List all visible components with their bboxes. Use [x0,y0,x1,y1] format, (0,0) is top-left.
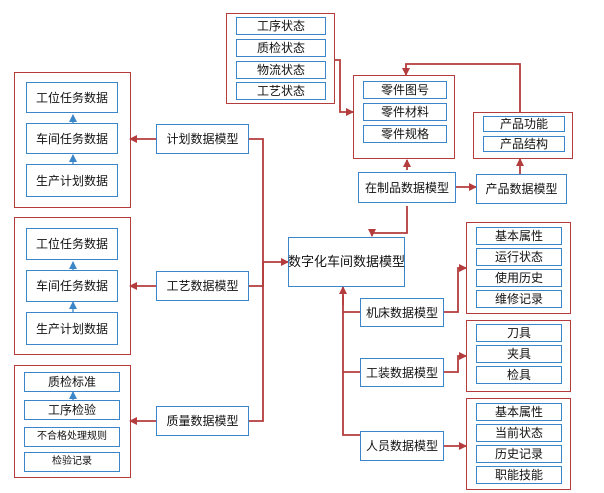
wip-status-group [226,13,335,104]
quality-item-2[interactable]: 工序检验 [24,400,120,420]
plan-item-3[interactable]: 生产计划数据 [26,164,118,197]
part-item-2[interactable]: 零件材料 [363,103,447,121]
status-item-3[interactable]: 物流状态 [236,61,326,79]
machine-item-4[interactable]: 维修记录 [476,290,562,308]
plan-data-model[interactable]: 计划数据模型 [156,124,249,154]
product-item-2[interactable]: 产品结构 [483,136,565,152]
quality-data-model[interactable]: 质量数据模型 [156,406,249,436]
status-item-2[interactable]: 质检状态 [236,39,326,57]
personnel-group [466,398,571,490]
quality-item-4[interactable]: 检验记录 [24,452,120,472]
status-item-4[interactable]: 工艺状态 [236,82,326,100]
machine-item-1[interactable]: 基本属性 [476,227,562,245]
process-item-2[interactable]: 车间任务数据 [26,270,118,302]
process-data-group [14,217,131,355]
product-data-model[interactable]: 产品数据模型 [476,174,567,204]
product-group [473,112,573,159]
wip-data-model[interactable]: 在制品数据模型 [358,172,456,203]
personnel-item-2[interactable]: 当前状态 [476,424,562,442]
part-item-1[interactable]: 零件图号 [363,81,447,99]
product-item-1[interactable]: 产品功能 [483,116,565,132]
tooling-data-model[interactable]: 工装数据模型 [360,358,444,387]
tooling-group [466,320,571,392]
tooling-item-3[interactable]: 检具 [476,366,562,384]
machine-group [466,222,571,314]
part-item-3[interactable]: 零件规格 [363,125,447,143]
plan-item-1[interactable]: 工位任务数据 [26,82,118,113]
plan-data-group [14,72,131,208]
quality-data-group [14,365,131,478]
digital-workshop-data-model[interactable]: 数字化车间数据模型 [288,237,405,287]
tooling-item-1[interactable]: 刀具 [476,324,562,342]
status-item-1[interactable]: 工序状态 [236,17,326,35]
part-group [353,75,455,159]
personnel-data-model[interactable]: 人员数据模型 [360,431,444,461]
personnel-item-3[interactable]: 历史记录 [476,445,562,463]
process-item-3[interactable]: 生产计划数据 [26,312,118,345]
machine-item-3[interactable]: 使用历史 [476,269,562,287]
quality-item-1[interactable]: 质检标准 [24,372,120,392]
personnel-item-4[interactable]: 职能技能 [476,466,562,484]
plan-item-2[interactable]: 车间任务数据 [26,123,118,154]
quality-item-3[interactable]: 不合格处理规则 [24,427,120,447]
tooling-item-2[interactable]: 夹具 [476,345,562,363]
personnel-item-1[interactable]: 基本属性 [476,403,562,421]
process-item-1[interactable]: 工位任务数据 [26,228,118,260]
machine-item-2[interactable]: 运行状态 [476,248,562,266]
process-data-model[interactable]: 工艺数据模型 [156,271,249,301]
machine-data-model[interactable]: 机床数据模型 [360,298,444,327]
